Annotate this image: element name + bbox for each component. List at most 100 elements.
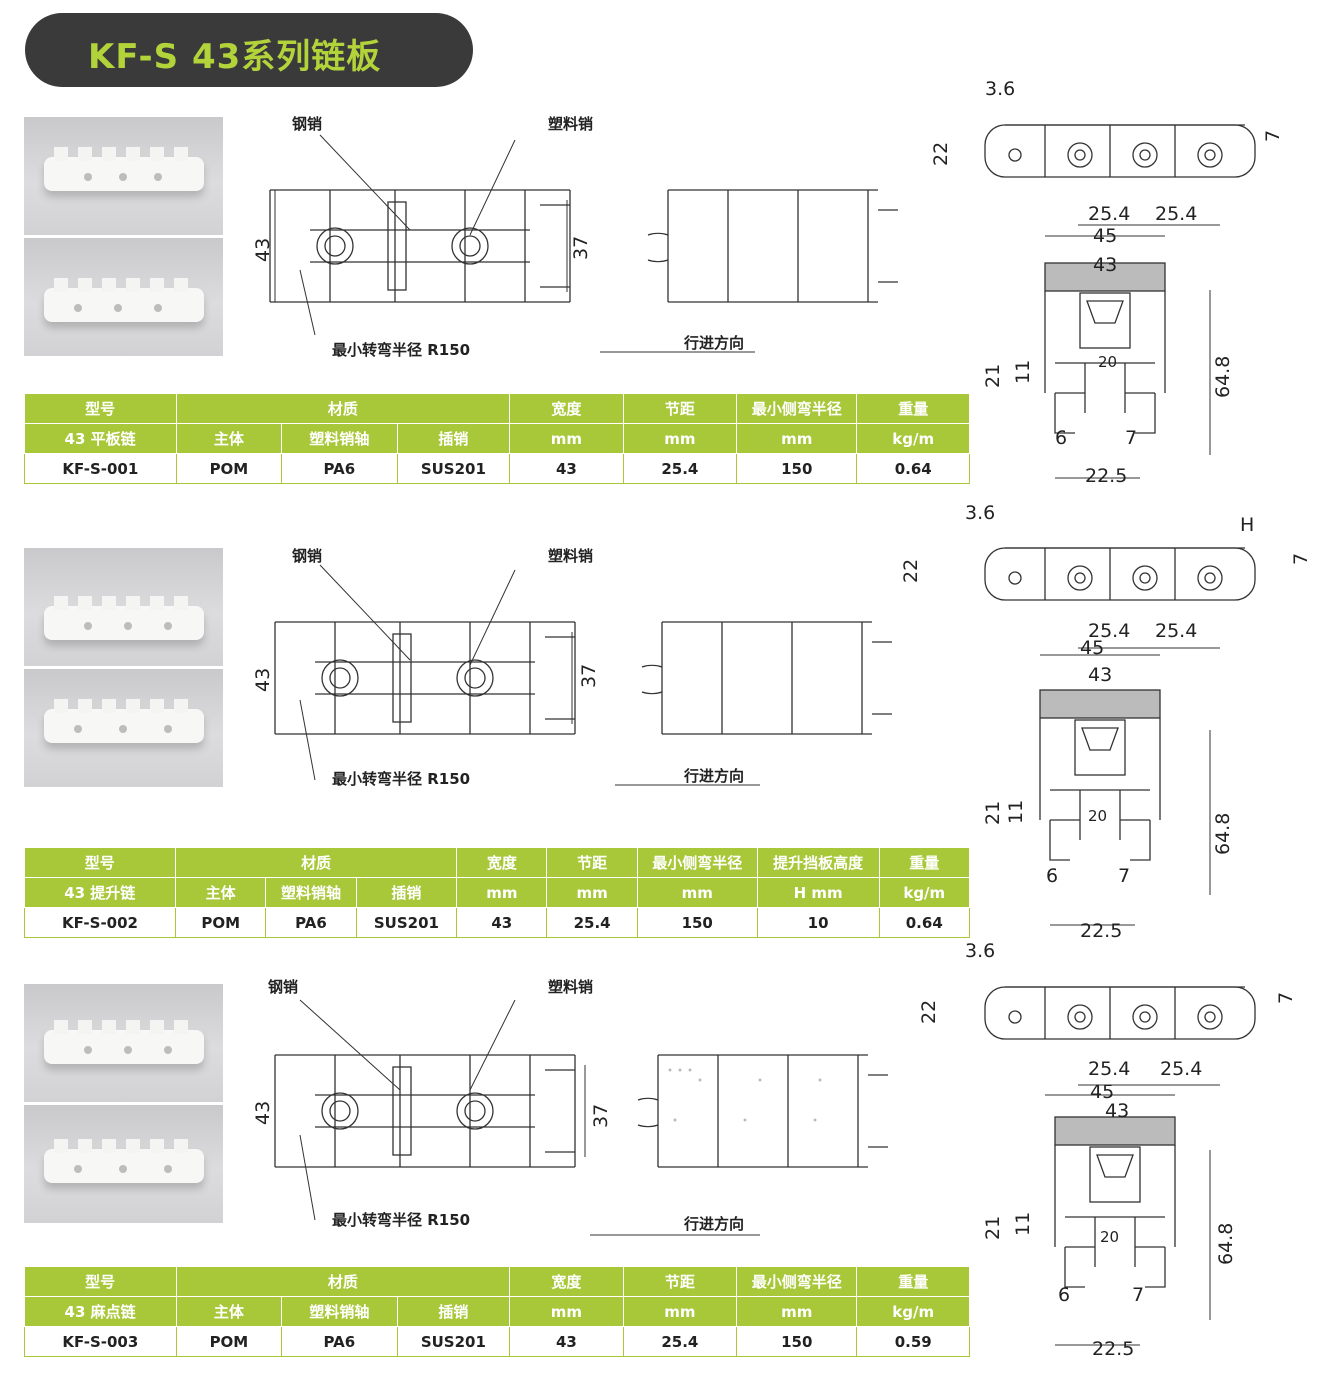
dim-22: 22 <box>918 999 940 1024</box>
dim-pitch: 25.4 <box>1088 203 1131 225</box>
spec-table: 型号 材质 宽度 节距 最小侧弯半径 重量 43 麻点链 主体 塑料销轴 插销 … <box>24 1267 970 1357</box>
header-cell: 节距 <box>546 848 638 878</box>
dim-3-6: 3.6 <box>965 502 996 524</box>
header-cell: 宽度 <box>456 848 548 878</box>
header-cell: 重量 <box>879 848 971 878</box>
header-cell: 插销 <box>356 877 458 908</box>
dim-22-5: 22.5 <box>1080 920 1123 942</box>
header-cell: 主体 <box>175 877 267 908</box>
dim-22: 22 <box>900 558 922 583</box>
header-cell: mm <box>546 877 638 908</box>
header-cell: 节距 <box>623 394 738 424</box>
dim-11: 11 <box>1012 359 1034 384</box>
direction-label: 行进方向 <box>684 1215 745 1233</box>
header-cell: 宽度 <box>509 1267 624 1297</box>
table-cell: 0.64 <box>879 907 971 938</box>
dim-20: 20 <box>1100 1228 1120 1246</box>
table-cell: 25.4 <box>623 1326 738 1357</box>
product-photo <box>24 984 223 1102</box>
header-cell: mm <box>623 423 738 454</box>
dim-3-6: 3.6 <box>965 940 996 962</box>
table-cell: 43 <box>509 1326 624 1357</box>
model-cell: KF-S-001 <box>24 453 177 484</box>
header-cell: mm <box>736 1296 858 1327</box>
product-photo <box>24 117 223 235</box>
steel-pin-label: 钢销 <box>292 115 323 133</box>
header-cell: 材质 <box>176 394 511 424</box>
dim-21: 21 <box>982 800 1004 825</box>
header-cell: 材质 <box>176 1267 511 1297</box>
min-radius-label: 最小转弯半径 R150 <box>332 1211 471 1229</box>
product-photo <box>24 669 223 787</box>
dim-6: 6 <box>1055 427 1068 449</box>
dim-45: 45 <box>1093 225 1118 247</box>
header-cell: 材质 <box>175 848 458 878</box>
dim-6: 6 <box>1046 865 1059 887</box>
table-cell: POM <box>175 907 267 938</box>
header-cell: 塑料销轴 <box>265 877 357 908</box>
direction-label: 行进方向 <box>684 334 745 352</box>
dim-37: 37 <box>578 663 600 688</box>
header-cell: 最小侧弯半径 <box>736 394 858 424</box>
header-cell: 节距 <box>623 1267 738 1297</box>
header-cell: 43 平板链 <box>24 423 177 454</box>
table-cell: 0.64 <box>856 453 970 484</box>
table-cell: 10 <box>757 907 880 938</box>
table-cell: PA6 <box>281 453 398 484</box>
dim-pitch: 25.4 <box>1160 1058 1203 1080</box>
header-cell: 型号 <box>24 848 176 878</box>
dim-7: 7 <box>1132 1284 1145 1306</box>
header-cell: mm <box>509 423 624 454</box>
table-cell: 150 <box>736 1326 858 1357</box>
header-cell: 提升挡板高度 <box>757 848 880 878</box>
table-row: KF-S-003 POM PA6 SUS201 43 25.4 150 0.59 <box>24 1326 970 1357</box>
dim-43: 43 <box>252 237 274 262</box>
header-cell: 宽度 <box>509 394 624 424</box>
min-radius-label: 最小转弯半径 R150 <box>332 770 471 788</box>
title-banner: KF-S 43系列链板 <box>25 13 473 87</box>
table-cell: PA6 <box>281 1326 398 1357</box>
table-cell: 0.59 <box>856 1326 970 1357</box>
header-cell: mm <box>637 877 758 908</box>
dim-11: 11 <box>1012 1211 1034 1236</box>
dim-64-8: 64.8 <box>1212 355 1234 398</box>
header-cell: 最小侧弯半径 <box>736 1267 858 1297</box>
header-cell: 最小侧弯半径 <box>637 848 758 878</box>
dim-43: 43 <box>1088 664 1113 686</box>
table-cell: 43 <box>509 453 624 484</box>
dim-43: 43 <box>252 1100 274 1125</box>
header-cell: H mm <box>757 877 880 908</box>
table-row: KF-S-001 POM PA6 SUS201 43 25.4 150 0.64 <box>24 453 970 484</box>
dim-7: 7 <box>1118 865 1131 887</box>
product-photo <box>24 548 223 666</box>
dim-7: 7 <box>1125 427 1138 449</box>
header-cell: kg/m <box>879 877 971 908</box>
dim-22-5: 22.5 <box>1085 465 1128 487</box>
dim-43: 43 <box>252 667 274 692</box>
dim-22-5: 22.5 <box>1092 1338 1135 1360</box>
min-radius-label: 最小转弯半径 R150 <box>332 341 471 359</box>
table-cell: 25.4 <box>623 453 738 484</box>
dim-37: 37 <box>590 1103 612 1128</box>
header-cell: 主体 <box>176 423 283 454</box>
plastic-pin-label: 塑料销 <box>548 115 594 133</box>
dim-64-8: 64.8 <box>1212 812 1234 855</box>
dim-6: 6 <box>1058 1284 1071 1306</box>
header-cell: 型号 <box>24 1267 177 1297</box>
table-cell: POM <box>176 453 283 484</box>
dim-43: 43 <box>1093 254 1118 276</box>
table-row: KF-S-002 POM PA6 SUS201 43 25.4 150 10 0… <box>24 907 971 938</box>
dim-64-8: 64.8 <box>1215 1222 1237 1265</box>
model-cell: KF-S-003 <box>24 1326 177 1357</box>
dim-11: 11 <box>1005 799 1027 824</box>
dim-45: 45 <box>1080 637 1105 659</box>
table-cell: 150 <box>736 453 858 484</box>
header-cell: 重量 <box>856 1267 970 1297</box>
plastic-pin-label: 塑料销 <box>548 547 594 565</box>
page-title: KF-S 43系列链板 <box>88 37 382 77</box>
steel-pin-label: 钢销 <box>268 978 299 996</box>
dim-pitch: 25.4 <box>1155 620 1198 642</box>
header-cell: 塑料销轴 <box>281 423 398 454</box>
steel-pin-label: 钢销 <box>292 547 323 565</box>
